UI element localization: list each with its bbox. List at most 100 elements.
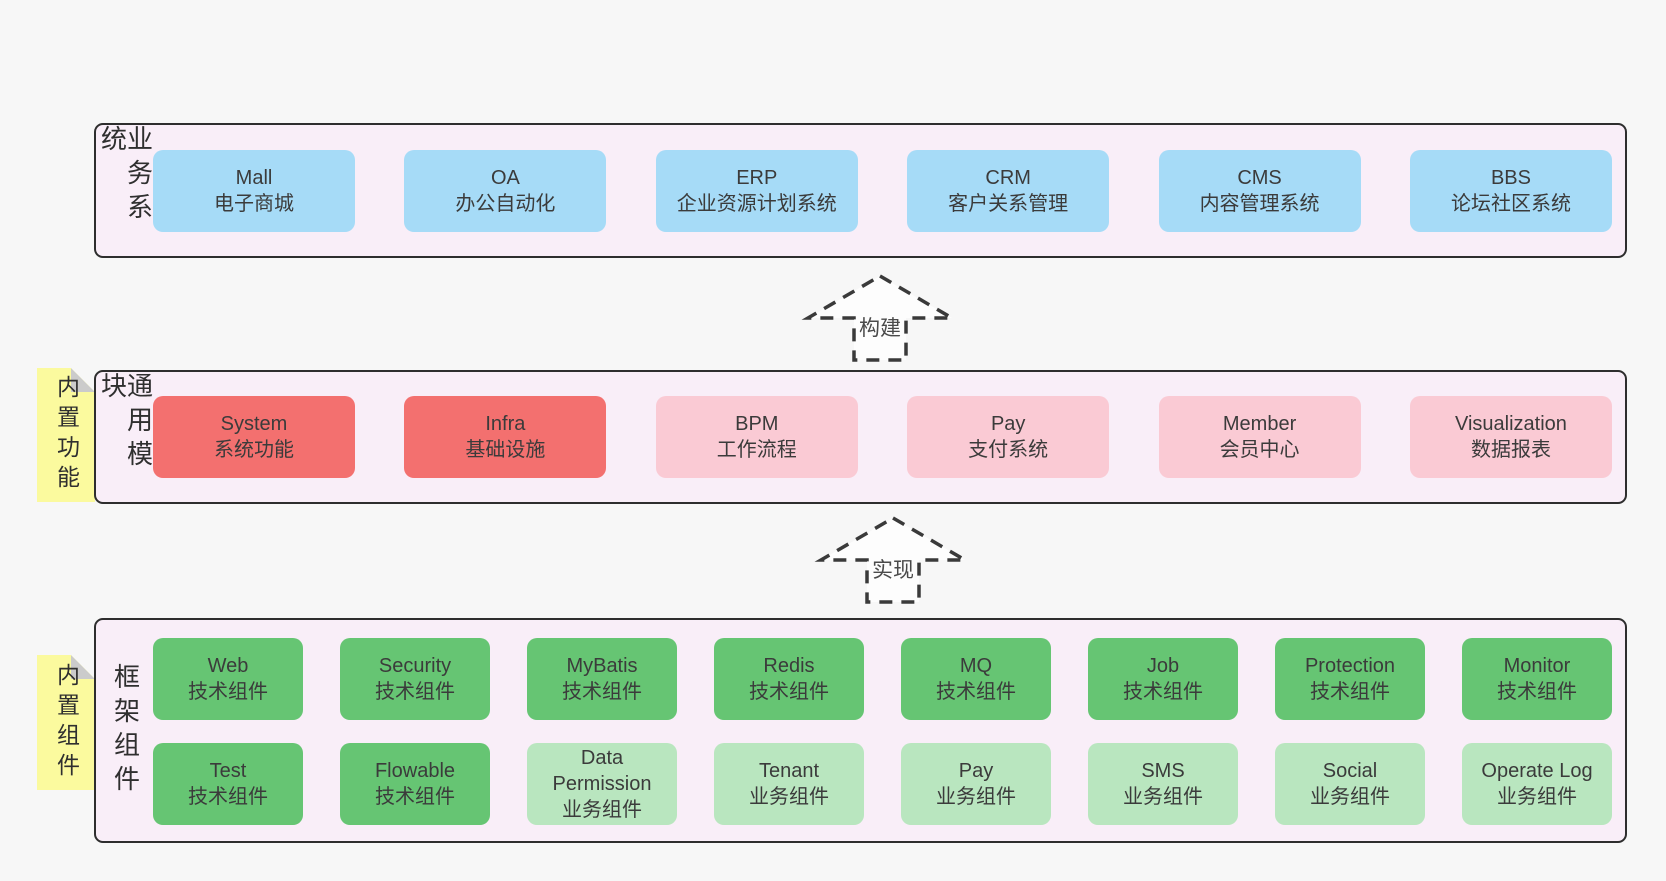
box-subtitle: 支付系统 <box>968 439 1049 461</box>
box-web: Web 技术组件 <box>153 638 303 720</box>
box-subtitle: 技术组件 <box>1123 681 1203 703</box>
box-title: Operate Log <box>1481 760 1593 782</box>
box-operate-log: Operate Log 业务组件 <box>1462 743 1612 825</box>
box-title: Member <box>1222 413 1297 435</box>
box-subtitle: 业务组件 <box>1497 786 1577 808</box>
box-subtitle: 数据报表 <box>1470 439 1551 461</box>
box-job: Job 技术组件 <box>1088 638 1238 720</box>
box-title: Infra <box>485 413 526 435</box>
box-mq: MQ 技术组件 <box>901 638 1051 720</box>
box-title: Visualization <box>1454 413 1567 435</box>
framework-components-row-2: Test 技术组件 Flowable 技术组件 Data Permission … <box>153 743 1612 825</box>
box-title: BPM <box>735 413 779 435</box>
box-title: CMS <box>1237 166 1282 189</box>
box-subtitle: 办公自动化 <box>455 192 556 215</box>
box-title: Job <box>1146 655 1180 677</box>
box-subtitle: 技术组件 <box>188 681 268 703</box>
box-title: Pay <box>990 413 1026 435</box>
box-visualization: Visualization 数据报表 <box>1409 396 1612 478</box>
box-security: Security 技术组件 <box>340 638 490 720</box>
box-social: Social 业务组件 <box>1275 743 1425 825</box>
framework-components-panel: 框架组件 Web 技术组件 Security 技术组件 MyBatis 技术组件… <box>94 618 1627 843</box>
box-title: Protection <box>1304 655 1396 677</box>
box-title: Security <box>378 655 452 677</box>
box-subtitle: 企业资源计划系统 <box>676 192 837 215</box>
box-title: MQ <box>959 655 993 677</box>
box-erp: ERP 企业资源计划系统 <box>655 149 858 232</box>
builtin-components-note-text: 内置组件 <box>53 662 80 783</box>
box-subtitle: 业务组件 <box>1310 786 1390 808</box>
box-tenant: Tenant 业务组件 <box>714 743 864 825</box>
box-subtitle: 技术组件 <box>749 681 829 703</box>
box-title: MyBatis <box>566 655 638 677</box>
common-modules-row: System 系统功能 Infra 基础设施 BPM 工作流程 Pay 支付系统… <box>153 372 1612 502</box>
box-title: Mall <box>235 166 273 189</box>
build-arrow-label: 构建 <box>859 317 901 340</box>
implement-arrow-label: 实现 <box>872 559 914 582</box>
box-subtitle: 业务组件 <box>1123 786 1203 808</box>
business-systems-panel: 业务系统 Mall 电子商城 OA 办公自动化 ERP 企业资源计划系统 CRM… <box>94 123 1627 258</box>
box-subtitle: 技术组件 <box>375 786 455 808</box>
business-systems-row: Mall 电子商城 OA 办公自动化 ERP 企业资源计划系统 CRM 客户关系… <box>153 125 1612 256</box>
box-subtitle: 系统功能 <box>214 439 294 461</box>
implement-arrow-icon: 实现 <box>814 515 972 604</box>
box-title: Monitor <box>1503 655 1571 677</box>
box-subtitle: 基础设施 <box>465 439 546 461</box>
box-bbs: BBS 论坛社区系统 <box>1409 149 1612 232</box>
box-pay: Pay 支付系统 <box>907 396 1110 478</box>
box-subtitle: 客户关系管理 <box>948 192 1069 215</box>
common-modules-label: 通用模块 <box>98 372 154 502</box>
box-member: Member 会员中心 <box>1158 396 1361 478</box>
box-subtitle: 技术组件 <box>1497 681 1577 703</box>
box-title: SMS <box>1141 760 1185 782</box>
box-title: Redis <box>763 655 815 677</box>
box-subtitle: 技术组件 <box>562 681 642 703</box>
build-arrow-icon: 构建 <box>801 273 959 362</box>
box-subtitle: 内容管理系统 <box>1199 192 1320 215</box>
box-crm: CRM 客户关系管理 <box>907 149 1110 232</box>
box-title: Social <box>1322 760 1378 782</box>
builtin-features-note-text: 内置功能 <box>53 375 80 495</box>
box-data-permission: Data Permission 业务组件 <box>527 743 677 825</box>
box-subtitle: 技术组件 <box>936 681 1016 703</box>
box-title: Flowable <box>374 760 456 782</box>
box-subtitle: 技术组件 <box>188 786 268 808</box>
box-subtitle: 电子商城 <box>214 192 294 215</box>
box-subtitle: 工作流程 <box>716 439 797 461</box>
box-title: CRM <box>985 166 1031 189</box>
box-title: OA <box>490 166 520 189</box>
box-pay-business: Pay 业务组件 <box>901 743 1051 825</box>
builtin-components-note: 内置组件 <box>37 655 95 790</box>
box-bpm: BPM 工作流程 <box>655 396 858 478</box>
box-title: System <box>220 413 288 435</box>
box-subtitle: 业务组件 <box>562 799 642 821</box>
box-cms: CMS 内容管理系统 <box>1158 149 1361 232</box>
box-infra: Infra 基础设施 <box>404 396 607 478</box>
box-sms: SMS 业务组件 <box>1088 743 1238 825</box>
box-subtitle: 业务组件 <box>936 786 1016 808</box>
box-mall: Mall 电子商城 <box>153 149 355 232</box>
box-title: Data Permission <box>552 747 652 795</box>
box-flowable: Flowable 技术组件 <box>340 743 490 825</box>
box-subtitle: 技术组件 <box>375 681 455 703</box>
box-oa: OA 办公自动化 <box>404 149 607 232</box>
framework-components-row-1: Web 技术组件 Security 技术组件 MyBatis 技术组件 Redi… <box>153 638 1612 720</box>
box-title: ERP <box>736 166 778 189</box>
box-subtitle: 论坛社区系统 <box>1450 192 1571 215</box>
framework-components-label-text: 框架组件 <box>110 662 141 799</box>
box-subtitle: 会员中心 <box>1219 439 1300 461</box>
business-systems-label: 业务系统 <box>97 125 154 256</box>
common-modules-panel: 通用模块 System 系统功能 Infra 基础设施 BPM 工作流程 Pay… <box>94 370 1627 504</box>
framework-components-label: 框架组件 <box>98 620 153 841</box>
box-redis: Redis 技术组件 <box>714 638 864 720</box>
box-title: Pay <box>958 760 994 782</box>
box-subtitle: 业务组件 <box>749 786 829 808</box>
box-system: System 系统功能 <box>153 396 355 478</box>
box-title: BBS <box>1490 166 1531 189</box>
box-title: Web <box>207 655 249 677</box>
business-systems-label-text: 业务系统 <box>97 125 154 227</box>
box-test: Test 技术组件 <box>153 743 303 825</box>
box-title: Test <box>209 760 247 782</box>
box-monitor: Monitor 技术组件 <box>1462 638 1612 720</box>
box-subtitle: 技术组件 <box>1310 681 1390 703</box>
